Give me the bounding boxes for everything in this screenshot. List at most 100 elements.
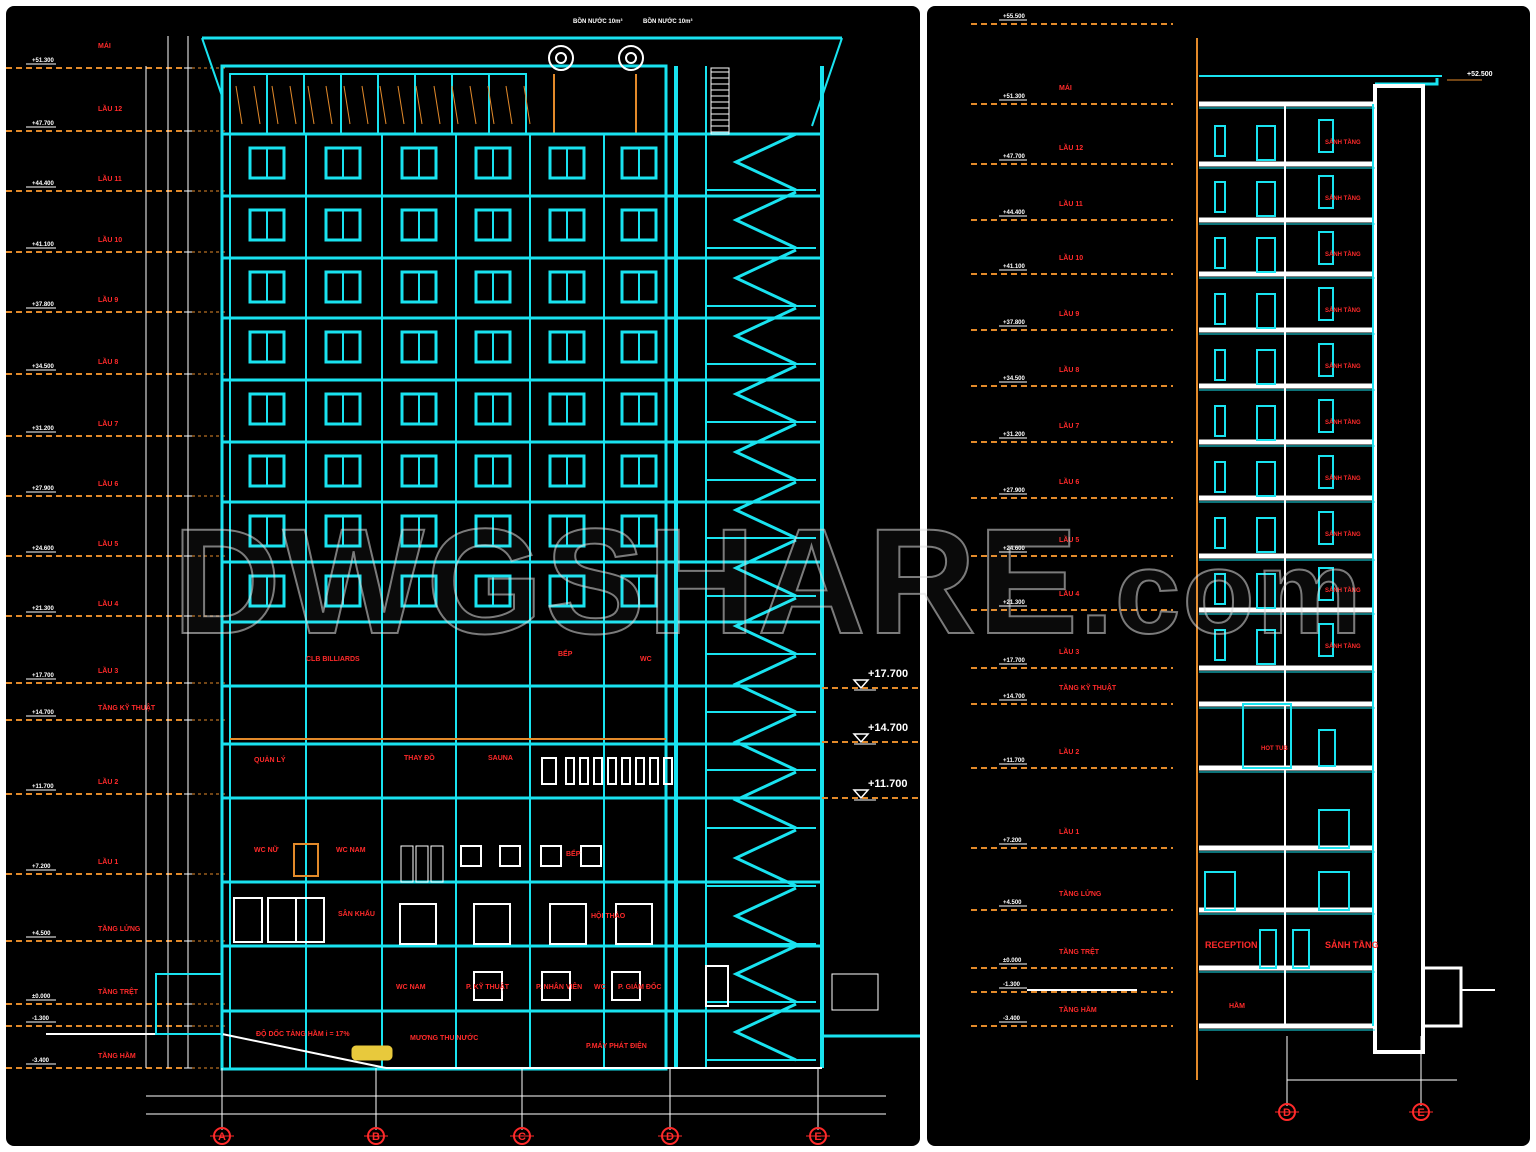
room-label-bep1: BẾP	[566, 848, 581, 858]
floor-label: TẦNG LỬNG	[1059, 888, 1102, 898]
elevation-label: +21.300	[32, 606, 55, 612]
window-frame	[1214, 125, 1226, 157]
elevation-label: +11.700	[1003, 758, 1025, 764]
hall-door	[615, 903, 653, 945]
floor-label: LẦU 11	[1059, 198, 1083, 208]
stair-flight	[732, 886, 797, 946]
roof-hatch	[253, 85, 261, 125]
stage-door	[233, 897, 263, 943]
stair-flight	[732, 422, 797, 482]
door-frame	[1318, 119, 1334, 153]
door-frame	[1204, 871, 1236, 911]
door-frame	[1318, 455, 1334, 489]
roof-hatch	[433, 85, 441, 125]
elevation-label: +44.400	[32, 181, 55, 187]
tank-label: BỒN NƯỚC 10m³	[573, 17, 622, 25]
floor-label: LẦU 6	[98, 478, 118, 488]
side-structure	[1423, 966, 1463, 1028]
water-tank-icon	[548, 45, 574, 71]
window-frame	[1214, 461, 1226, 493]
elevation-label: +47.700	[32, 121, 55, 127]
elevation-label: +14.700	[1003, 694, 1026, 700]
room-label-wcnam1: WC NAM	[336, 847, 366, 854]
floor-label: LẦU 5	[98, 538, 118, 548]
elevation-callout: +11.700	[868, 778, 907, 790]
floor-label: TẦNG LỬNG	[98, 923, 141, 933]
stair-flight	[732, 538, 797, 598]
door-frame	[1318, 231, 1334, 265]
locker	[565, 757, 575, 785]
floor-label: MÁI	[1059, 83, 1072, 92]
door-frame	[1318, 511, 1334, 545]
elevation-label: +37.800	[1003, 320, 1026, 326]
basement-ramp	[221, 1033, 387, 1069]
roof-hatch	[469, 85, 477, 125]
elevation-callout: +17.700	[868, 668, 908, 680]
roof-edge	[201, 37, 223, 97]
stair-flight	[732, 132, 797, 192]
elevation-label: ±0.000	[1003, 958, 1022, 964]
elevation-label: +14.700	[32, 710, 55, 716]
room-label-billiards: CLB BILLIARDS	[306, 656, 360, 663]
floor-label: TẦNG KỸ THUẬT	[98, 702, 156, 712]
corridor-door	[1256, 573, 1276, 609]
floor-label: TẦNG KỸ THUẬT	[1059, 682, 1117, 692]
elevation-label: +4.500	[1003, 900, 1022, 906]
elevation-marker-icon	[852, 789, 870, 800]
locker	[541, 757, 557, 785]
room-label: HOT TUB	[1261, 746, 1288, 752]
elevation-label: ±0.000	[32, 994, 51, 1000]
water-tank-core	[555, 52, 567, 64]
window-frame	[1214, 405, 1226, 437]
door-frame	[1318, 175, 1334, 209]
shaft-wall	[1373, 84, 1425, 1054]
corridor-door	[1256, 181, 1276, 217]
door-frame	[540, 845, 562, 867]
locker	[663, 757, 673, 785]
room-label-nhanvien: P. NHÂN VIÊN	[536, 982, 582, 991]
room-label-doc: ĐỘ DỐC TẢNG HẦM i = 17%	[256, 1028, 350, 1038]
water-tank-icon	[618, 45, 644, 71]
elevation-label: -1.300	[1003, 982, 1021, 988]
stair-door	[705, 965, 729, 1007]
elevation-label: +55.500	[1003, 14, 1026, 20]
door-frame	[1318, 809, 1350, 849]
floor-label: TẦNG HẦM	[1059, 1004, 1097, 1014]
stair-flight	[732, 828, 797, 888]
stair-flight	[732, 190, 797, 250]
locker	[579, 757, 589, 785]
room-label: SẢNH TẦNG	[1325, 139, 1361, 146]
door-frame	[1318, 287, 1334, 321]
roof-hatch	[397, 85, 405, 125]
door-frame	[499, 845, 521, 867]
stair-flight	[732, 248, 797, 308]
floor-label: TẦNG TRỆT	[98, 986, 139, 996]
floor-label: LẦU 12	[1059, 142, 1083, 152]
office-door	[611, 971, 641, 1001]
room-label-hoithao: HỘI THẢO	[591, 911, 626, 920]
roof-hatch	[271, 85, 279, 125]
locker	[635, 757, 645, 785]
room-label-giamdoc: P. GIÁM ĐỐC	[618, 981, 661, 991]
room-label-sankhau: SÂN KHẤU	[338, 908, 375, 918]
roof-hatch	[361, 85, 369, 125]
room-label: SẢNH TẦNG	[1325, 531, 1361, 538]
floor-label: LẦU 12	[98, 103, 122, 113]
door-frame	[1318, 729, 1336, 767]
floor-label: TẦNG HẦM	[98, 1050, 136, 1060]
floor-label: LẦU 8	[1059, 364, 1079, 374]
corridor-door	[1256, 349, 1276, 385]
office-door	[541, 971, 571, 1001]
elevation-label: -1.300	[32, 1016, 50, 1022]
floor-label: LẦU 2	[1059, 746, 1079, 756]
roof-hatch	[523, 85, 531, 125]
stair-flight	[732, 770, 797, 830]
locker	[607, 757, 617, 785]
elevation-marker-icon	[852, 679, 870, 690]
elevation-label: +27.900	[1003, 488, 1026, 494]
window-frame	[1214, 517, 1226, 549]
stair-flight	[732, 712, 797, 772]
roof-hatch	[487, 85, 495, 125]
